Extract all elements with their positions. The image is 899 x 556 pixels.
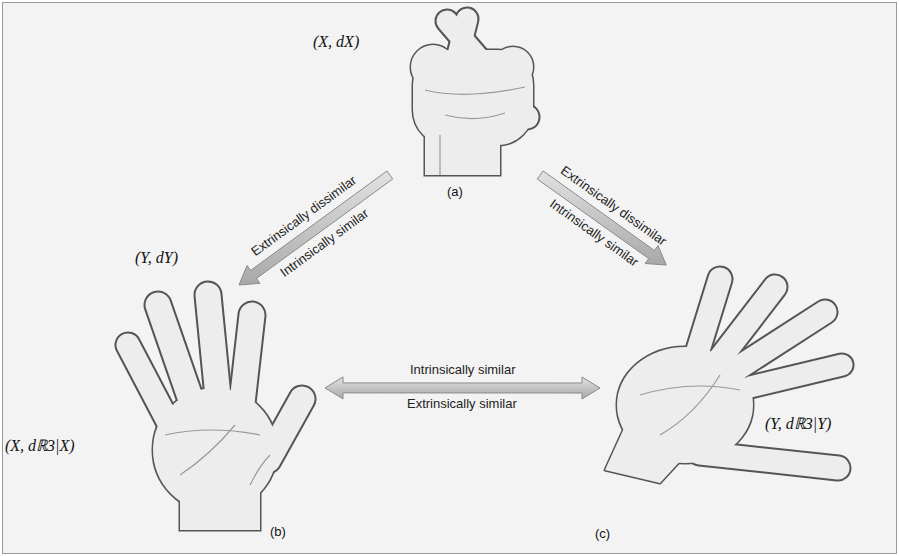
relation-label: Extrinsically dissimilar [558,163,670,249]
space-label: (Y, dY) [135,249,178,267]
thick-arrow [537,171,666,265]
space-label: (X, dℝ3|X) [5,437,75,455]
relation-label: Extrinsically dissimilar [249,173,360,260]
thick-arrow [239,171,393,285]
space-label: (X, dX) [313,33,359,51]
relation-label: Extrinsically similar [407,397,517,412]
panel-tag: (c) [595,527,610,542]
hand-figure: (X, dX)(a) [385,5,545,175]
hand-figure: (Y, dℝ3|Y)(c) [600,265,865,485]
panel-tag: (a) [447,185,463,200]
hand-figure: (Y, dY)(X, dℝ3|X)(b) [110,285,325,530]
thick-arrow [325,377,600,399]
panel-tag: (b) [270,525,286,540]
relation-label: Intrinsically similar [410,363,515,378]
space-label: (Y, dℝ3|Y) [765,415,831,433]
